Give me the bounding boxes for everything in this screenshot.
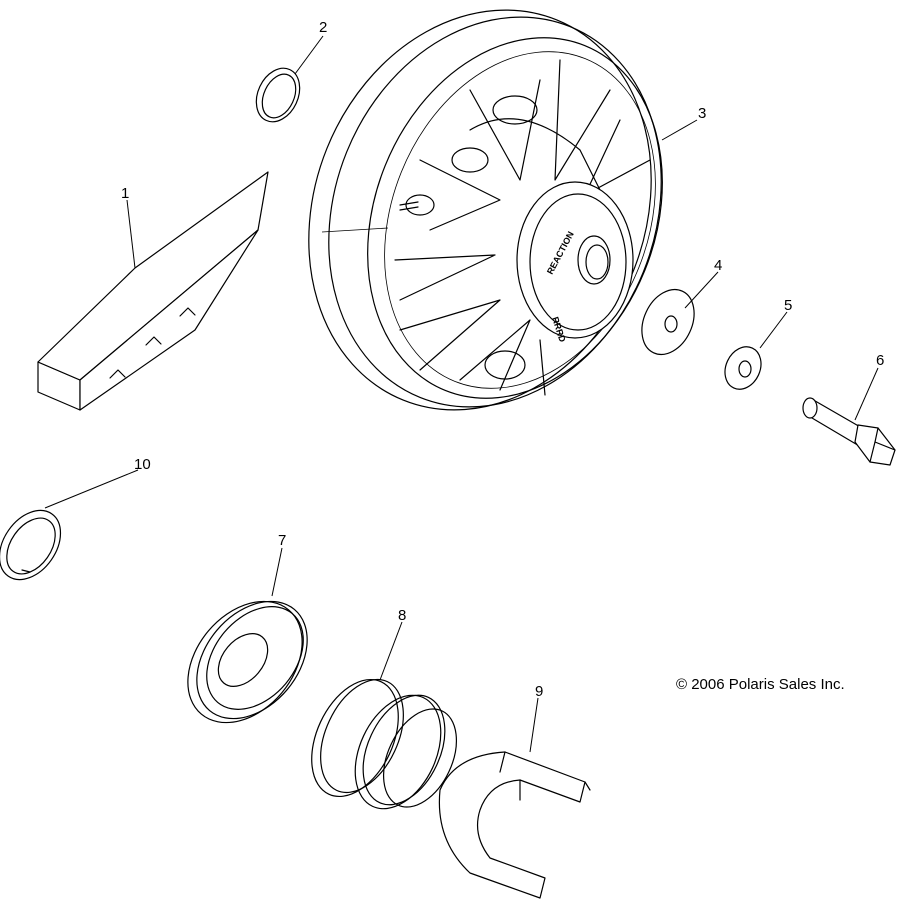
copyright-notice: © 2006 Polaris Sales Inc. [676,676,845,693]
callout-9: 9 [535,683,543,700]
callout-2: 2 [319,19,327,36]
part-10-retaining-ring [0,509,62,581]
callout-5: 5 [784,297,792,314]
callout-3: 3 [698,105,706,122]
callout-1: 1 [121,185,129,202]
part-2-snap-ring [255,67,301,123]
callout-8: 8 [398,607,406,624]
part-4-washer [641,288,695,356]
part-5-washer [724,346,762,390]
callout-7: 7 [278,532,286,549]
part-1-belt [37,171,269,411]
part-6-bolt [802,397,896,466]
callout-6: 6 [876,352,884,369]
callout-10: 10 [134,456,151,473]
part-9-guide [438,751,591,899]
callout-4: 4 [714,257,722,274]
part-8-spring [311,678,457,810]
callout-numbers: 1 2 3 4 5 6 10 7 8 9 [121,19,884,700]
part-3-sheave: REACTION RRRD [308,9,663,411]
leader-lines [44,35,879,753]
part-7-spring-cup [187,600,308,724]
